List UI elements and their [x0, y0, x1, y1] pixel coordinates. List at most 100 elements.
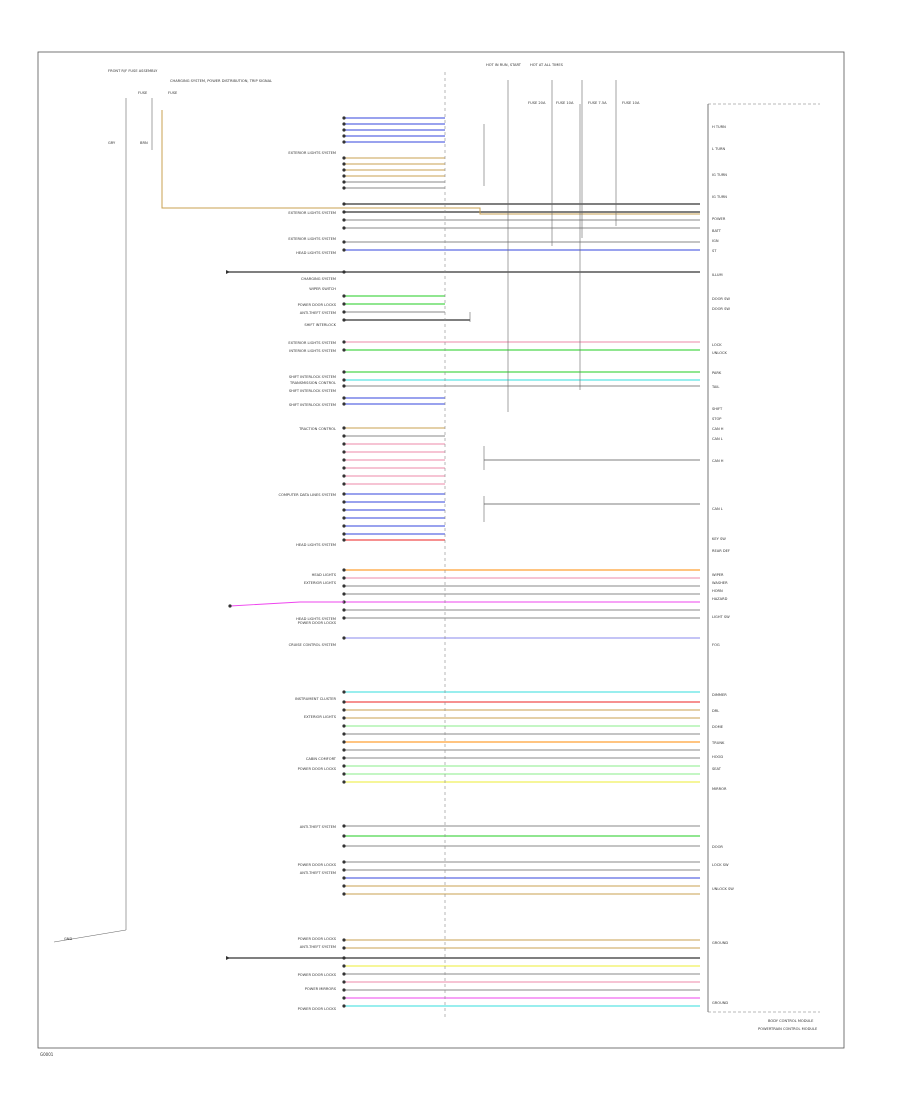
connector-pin: [342, 980, 346, 984]
fuse-feed-line: [161, 110, 700, 215]
connector-pin: [342, 442, 346, 446]
module-pin-label: ILLUM: [712, 273, 723, 277]
left-label: EXTERIOR LIGHTS: [304, 581, 337, 585]
module-pin-label: SHIFT: [712, 407, 723, 411]
connector-pin: [342, 240, 346, 244]
connector-pin: [342, 946, 346, 950]
connector-pin: [342, 876, 346, 880]
module-pin-label: IG TURN: [712, 195, 727, 199]
connector-pin: [342, 524, 346, 528]
fuse-a-label: FUSE: [138, 91, 148, 95]
module-pin-label: DOME: [712, 725, 724, 729]
left-label: TRACTION CONTROL: [298, 427, 336, 431]
top-fuse-label: FUSE 20A: [528, 101, 546, 105]
connector-pin: [342, 690, 346, 694]
connector-pin: [342, 482, 346, 486]
connector-pin: [342, 500, 346, 504]
left-label: SHIFT INTERLOCK: [304, 323, 336, 327]
connector-pin: [342, 248, 346, 252]
connector-pin: [342, 174, 346, 178]
connector-pin: [342, 732, 346, 736]
top-fuse-label: FUSE 10A: [556, 101, 574, 105]
arrow-marker: [226, 956, 230, 960]
left-label: POWER DOOR LOCKS: [298, 303, 337, 307]
connector-pin: [342, 378, 346, 382]
fuse-block-title: FRONT R/F FUSE ASSEMBLY: [108, 69, 158, 73]
connector-pin: [342, 162, 346, 166]
left-label: EXTERIOR LIGHTS: [304, 715, 337, 719]
page-footer: G0001: [40, 1052, 54, 1057]
connector-pin: [342, 516, 346, 520]
connector-pin: [342, 824, 346, 828]
left-label: SHIFT INTERLOCK SYSTEM: [289, 389, 336, 393]
connector-pin: [342, 122, 346, 126]
connector-pin: [342, 576, 346, 580]
connector-pin: [342, 708, 346, 712]
connector-pin: [342, 740, 346, 744]
connector-pin: [342, 294, 346, 298]
module-pin-label: L TURN: [712, 147, 725, 151]
connector-pin: [342, 434, 346, 438]
connector-pin: [342, 724, 346, 728]
connector-pin: [342, 538, 346, 542]
fuse-b-label: FUSE: [168, 91, 178, 95]
module-pin-label: GROUND: [712, 1001, 728, 1005]
connector-pin: [342, 608, 346, 612]
module-pin-label: FOG: [712, 643, 720, 647]
module-pin-label: WASHER: [712, 581, 728, 585]
left-label: HEAD LIGHTS: [312, 573, 337, 577]
connector-pin: [342, 592, 346, 596]
module-pin-label: UNLOCK: [712, 351, 728, 355]
left-label: EXTERIOR LIGHTS SYSTEM: [288, 211, 336, 215]
left-label: ANTI-THEFT SYSTEM: [300, 871, 336, 875]
connector-pin: [342, 302, 346, 306]
module-pin-label: LIGHT SW: [712, 615, 730, 619]
connector-pin: [342, 370, 346, 374]
ground-label: GND: [64, 937, 72, 941]
left-label: POWER MIRRORS: [305, 987, 337, 991]
module-pin-label: CAN L: [712, 437, 723, 441]
left-label: CRUISE CONTROL SYSTEM: [289, 643, 336, 647]
connector-pin: [342, 318, 346, 322]
module-pin-label: CAN L: [712, 507, 723, 511]
module-pin-label: HAZARD: [712, 597, 728, 601]
connector-pin: [342, 884, 346, 888]
left-label: ANTI-THEFT SYSTEM: [300, 311, 336, 315]
left-label: WIPER SWITCH: [309, 287, 336, 291]
connector-pin: [342, 700, 346, 704]
connector-pin: [342, 764, 346, 768]
left-label: POWER DOOR LOCKS: [298, 621, 337, 625]
left-label: POWER DOOR LOCKS: [298, 863, 337, 867]
connector-pin: [342, 116, 346, 120]
left-label: POWER DOOR LOCKS: [298, 767, 337, 771]
left-label: COMPUTER DATA LINES SYSTEM: [278, 493, 336, 497]
module-subtitle: POWERTRAIN CONTROL MODULE: [758, 1027, 818, 1031]
module-pin-label: LOCK: [712, 343, 722, 347]
connector-pin: [342, 834, 346, 838]
fuse-pin-a: GRY: [108, 141, 116, 145]
left-label: TRANSMISSION CONTROL: [289, 381, 336, 385]
left-label: INSTRUMENT CLUSTER: [295, 697, 336, 701]
module-pin-label: CAN H: [712, 459, 724, 463]
connector-pin: [342, 860, 346, 864]
left-label: SHIFT INTERLOCK SYSTEM: [289, 375, 336, 379]
fuse-pin-b: BRN: [140, 141, 148, 145]
connector-pin: [342, 348, 346, 352]
connector-pin: [342, 210, 346, 214]
left-label: INTERIOR LIGHTS SYSTEM: [289, 349, 336, 353]
ground-line: [53, 929, 127, 943]
connector-pin: [342, 474, 346, 478]
fuse-block-notes: CHARGING SYSTEM, POWER DISTRIBUTION, TRI…: [170, 79, 272, 83]
connector-pin: [342, 780, 346, 784]
connector-pin: [342, 964, 346, 968]
left-labels: EXTERIOR LIGHTS SYSTEM EXTERIOR LIGHTS SY…: [278, 151, 336, 1011]
left-label: EXTERIOR LIGHTS SYSTEM: [288, 237, 336, 241]
module-pin-label: DOOR SW: [712, 307, 730, 311]
left-label: CHARGING SYSTEM: [301, 277, 336, 281]
connector-pin: [342, 156, 346, 160]
left-label: ANTI-THEFT SYSTEM: [300, 945, 336, 949]
connector-pin: [342, 844, 346, 848]
connector-pin: [342, 892, 346, 896]
